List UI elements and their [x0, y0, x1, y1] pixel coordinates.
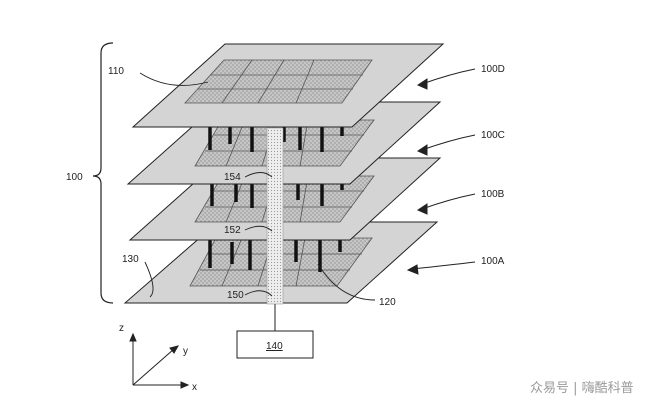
controller-block [236, 304, 314, 359]
watermark: 众易号 | 嗨酷科普 [530, 381, 634, 396]
cell-grid-c [194, 119, 375, 167]
label-via-b: 152 [224, 225, 241, 236]
stack-brace [92, 42, 114, 304]
via-column [266, 127, 284, 305]
label-via-c: 154 [224, 172, 241, 183]
label-grid-top: 110 [108, 66, 124, 77]
layer-arrows [406, 68, 476, 275]
layer-plate-d [131, 43, 445, 128]
label-stack: 100 [66, 172, 83, 183]
cell-grid-top [184, 59, 373, 104]
axis-triad [129, 332, 190, 389]
axis-label-x: x [192, 382, 197, 393]
axis-label-z: z [119, 323, 124, 334]
label-controller: 140 [266, 341, 283, 352]
leader-lines [139, 72, 376, 301]
label-substrate: 130 [122, 254, 139, 265]
label-layer-c: 100C [481, 130, 505, 141]
label-layer-b: 100B [481, 189, 505, 200]
axis-label-y: y [183, 346, 188, 357]
label-layer-a: 100A [481, 256, 505, 267]
label-layer-d: 100D [481, 64, 505, 75]
pillars-a-b [208, 238, 342, 272]
pillars-c-d [208, 122, 344, 152]
label-pillar: 120 [379, 297, 396, 308]
label-via-a: 150 [227, 290, 244, 301]
